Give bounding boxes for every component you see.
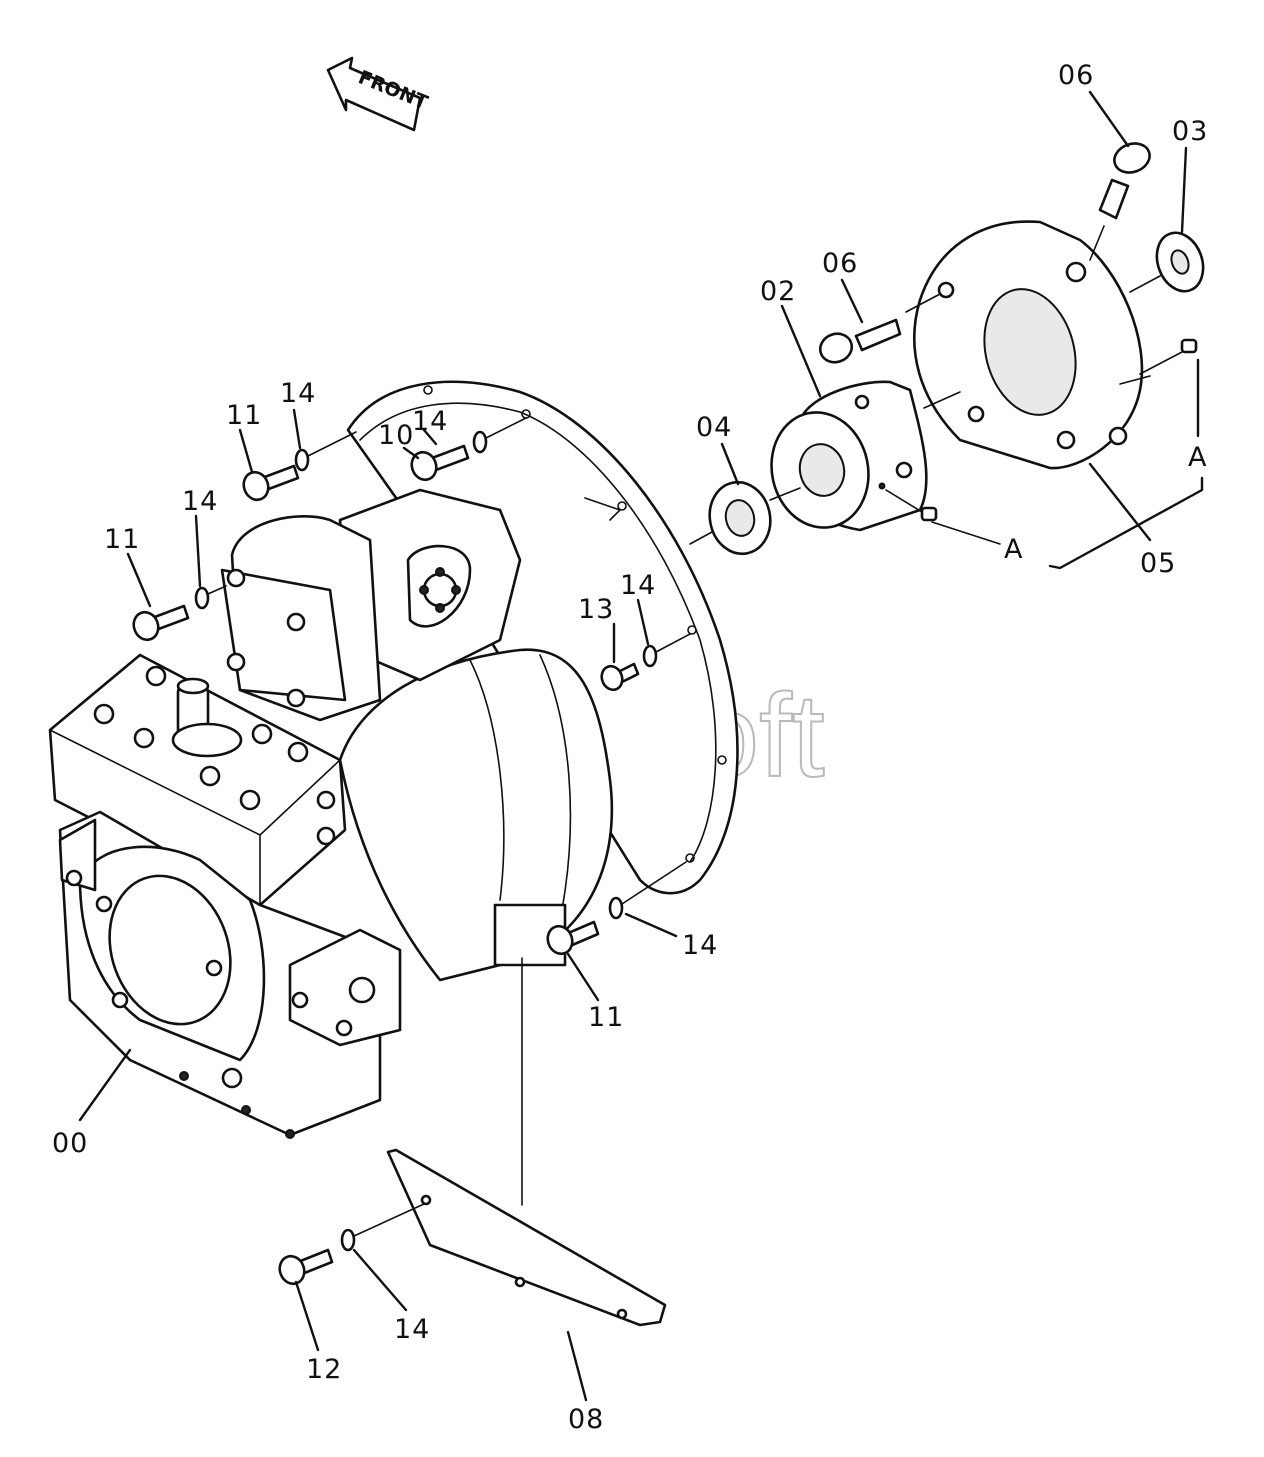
callout-14-d: 14	[620, 570, 656, 601]
bolt-13	[600, 662, 640, 692]
callout-14-e: 14	[682, 930, 718, 961]
callout-02: 02	[760, 276, 796, 307]
callout-06-lower: 06	[822, 248, 858, 279]
callout-labels: 00 02 03 04 05 06 06 08 10 11 11 11 12 1…	[52, 60, 1208, 1435]
coupling-hub-02	[770, 380, 928, 532]
washer-14-e	[608, 896, 624, 920]
callout-05: 05	[1140, 548, 1176, 579]
callout-11-lower: 11	[588, 1002, 624, 1033]
front-arrow-icon: FRONT	[326, 56, 431, 132]
washer-14-a	[294, 448, 310, 472]
bolt-11-lower	[546, 920, 600, 956]
callout-14-f: 14	[394, 1314, 430, 1345]
callout-14-a: 14	[280, 378, 316, 409]
washer-14-d	[642, 644, 658, 668]
coupling-element-05	[913, 220, 1151, 470]
gear-pump	[220, 488, 522, 722]
dowel-pin-upper	[1180, 338, 1198, 354]
callout-12: 12	[306, 1354, 342, 1385]
callout-11-left: 11	[104, 524, 140, 555]
socket-bolt-06-upper	[1098, 142, 1151, 220]
callout-06-upper: 06	[1058, 60, 1094, 91]
callout-03: 03	[1172, 116, 1208, 147]
callout-13: 13	[578, 594, 614, 625]
assembly-lines	[207, 225, 1183, 1237]
callout-00: 00	[52, 1128, 88, 1159]
callout-04: 04	[696, 412, 732, 443]
socket-bolt-06-lower	[818, 318, 902, 364]
washer-14-f	[340, 1228, 356, 1252]
callout-10: 10	[378, 420, 414, 451]
bolt-10	[410, 444, 470, 482]
pump-case	[58, 810, 402, 1139]
callout-a-center: A	[1004, 534, 1023, 565]
dowel-pin-lower	[920, 506, 938, 522]
washer-14-c	[472, 430, 488, 454]
bolt-11-left	[132, 604, 190, 642]
callout-a-right: A	[1188, 442, 1207, 473]
washer-14-b	[194, 586, 210, 610]
leader-lines	[78, 90, 1204, 1402]
washer-03	[1155, 231, 1205, 293]
bolt-12	[278, 1248, 334, 1286]
bolt-11-upper	[242, 464, 300, 502]
valve-block	[48, 653, 347, 907]
callout-14-c: 14	[182, 486, 218, 517]
bushing-04	[708, 480, 772, 556]
callout-08: 08	[568, 1404, 604, 1435]
callout-14-b: 14	[412, 406, 448, 437]
callout-11-upper: 11	[226, 400, 262, 431]
bracket-plate-08	[386, 1148, 667, 1327]
